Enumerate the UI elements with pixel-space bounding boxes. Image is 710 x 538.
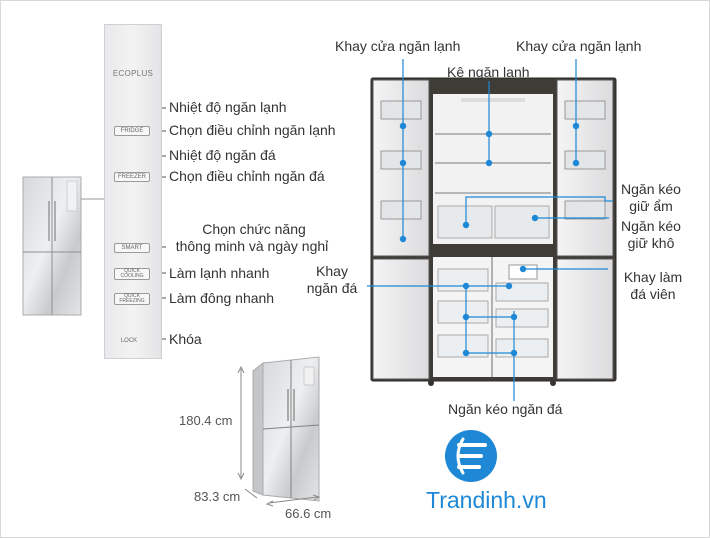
dimension-lines <box>237 365 321 507</box>
label-lock: Khóa <box>169 331 202 347</box>
label-fridge-select: Chọn điều chỉnh ngăn lạnh <box>169 122 336 138</box>
dimension-height: 180.4 cm <box>179 413 233 428</box>
quick-freezing-button[interactable]: QUICK FREEZING <box>114 293 150 305</box>
label-door-tray-right: Khay cửa ngăn lạnh <box>516 38 642 54</box>
label-freezer-drawer: Ngăn kéo ngăn đá <box>448 401 563 417</box>
label-door-tray-left: Khay cửa ngăn lạnh <box>335 38 461 54</box>
fridge-button[interactable]: FRIDGE <box>114 126 150 136</box>
dimension-fridge-image <box>252 356 320 502</box>
label-dry-drawer-2: giữ khô <box>627 235 675 251</box>
label-dry-drawer-1: Ngăn kéo <box>621 218 681 234</box>
label-quick-freeze: Làm đông nhanh <box>169 290 275 306</box>
label-fridge-temp: Nhiệt độ ngăn lạnh <box>169 99 287 115</box>
label-quick-cool: Làm lạnh nhanh <box>169 265 270 281</box>
label-smart-line1: Chọn chức năng <box>202 221 306 237</box>
brand-name[interactable]: Trandinh.vn <box>426 487 547 513</box>
label-humidity-drawer-1: Ngăn kéo <box>621 181 681 197</box>
lock-button[interactable]: LOCK <box>120 338 138 344</box>
label-smart-line2: thông minh và ngày nghỉ <box>175 238 329 254</box>
label-fridge-shelf: Kệ ngăn lạnh <box>447 64 530 80</box>
quick-cooling-button[interactable]: QUICK COOLING <box>114 268 150 280</box>
label-ice-tray-2: đá viên <box>630 286 676 302</box>
label-freezer-select: Chọn điều chỉnh ngăn đá <box>169 168 325 184</box>
brand-logo-icon <box>445 430 497 482</box>
small-fridge-image <box>22 176 104 316</box>
dimension-depth: 83.3 cm <box>194 489 241 504</box>
freezer-button[interactable]: FREEZER <box>114 172 150 182</box>
label-humidity-drawer-2: giữ ẩm <box>629 198 673 214</box>
smart-button[interactable]: SMART <box>114 243 150 253</box>
dimension-width: 66.6 cm <box>285 506 332 521</box>
panel-logo-text: ECOPLUS <box>112 69 154 78</box>
label-freezer-tray-1: Khay <box>316 263 348 279</box>
main-fridge-image <box>370 77 617 386</box>
label-freezer-temp: Nhiệt độ ngăn đá <box>169 147 276 163</box>
label-ice-tray-1: Khay làm <box>623 269 683 285</box>
callout-dots <box>399 122 580 357</box>
label-freezer-tray-2: ngăn đá <box>306 280 358 296</box>
